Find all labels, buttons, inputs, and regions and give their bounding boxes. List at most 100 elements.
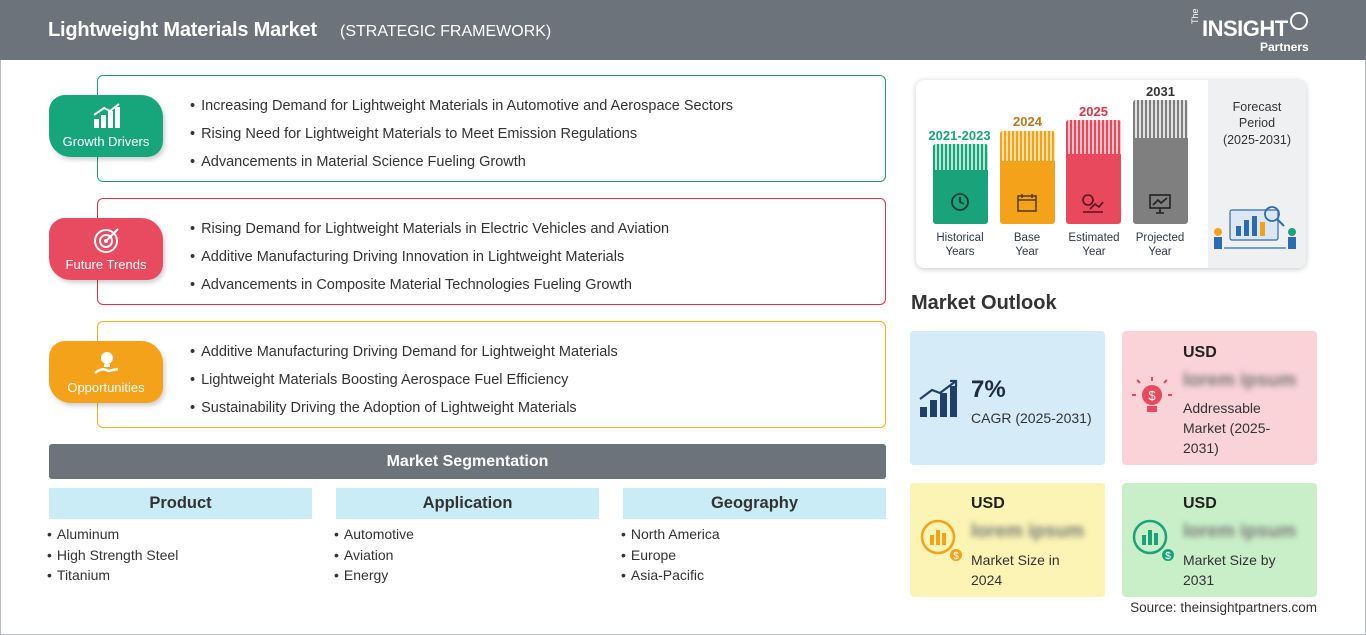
- cagr-card: 7% CAGR (2025-2031): [910, 331, 1105, 465]
- idea-hand-icon: [94, 352, 119, 374]
- cagr-label: CAGR (2025-2031): [971, 410, 1092, 426]
- list-item: Automotive: [334, 524, 414, 545]
- segment-list-application: Automotive Aviation Energy: [334, 524, 414, 586]
- timeline-bar-estimated: [1066, 120, 1121, 224]
- label-line: 2031): [1183, 440, 1219, 456]
- opportunities-label: Opportunities: [67, 380, 145, 395]
- market-outlook-title: Market Outlook: [911, 292, 1057, 314]
- segment-heading-application: Application: [336, 488, 599, 519]
- list-item: Aviation: [334, 545, 414, 566]
- label-line: Market (2025-: [1183, 420, 1271, 436]
- list-item: Europe: [621, 545, 720, 566]
- size-2031-usd: USD: [1183, 495, 1217, 512]
- settings-chart-icon: [1082, 194, 1104, 213]
- svg-text:$: $: [1165, 551, 1171, 562]
- market-size-2031-card: $ USD lorem ipsum Market Size by 2031: [1122, 483, 1317, 597]
- size-2031-value-blurred: lorem ipsum: [1183, 521, 1296, 542]
- market-size-2024-card: $ USD lorem ipsum Market Size in 2024: [910, 483, 1105, 597]
- opportunities-box: Additive Manufacturing Driving Demand fo…: [97, 321, 886, 428]
- list-item: Additive Manufacturing Driving Innovatio…: [190, 243, 669, 271]
- growth-drivers-box: Increasing Demand for Lightweight Materi…: [97, 75, 886, 182]
- future-trends-label: Future Trends: [65, 257, 147, 272]
- list-item: Asia-Pacific: [621, 565, 720, 586]
- caption-line: Years: [945, 246, 975, 258]
- forecast-period: (2025-2031): [1222, 133, 1292, 147]
- size-2024-label: Market Size in 2024: [971, 550, 1060, 590]
- growth-drivers-list: Increasing Demand for Lightweight Materi…: [190, 92, 733, 176]
- list-item: North America: [621, 524, 720, 545]
- calendar-icon: [1017, 194, 1037, 212]
- growth-drivers-label: Growth Drivers: [62, 134, 150, 149]
- future-trends-box: Rising Demand for Lightweight Materials …: [97, 198, 886, 305]
- forecast-label: Forecast Period: [1208, 99, 1306, 131]
- list-item: High Strength Steel: [47, 545, 178, 566]
- caption-line: Year: [1015, 246, 1039, 258]
- timeline-year-projected: 2031: [1146, 84, 1175, 99]
- opportunities-badge: Opportunities: [49, 341, 163, 403]
- growth-drivers-badge: Growth Drivers: [49, 95, 163, 157]
- source-credit: Source: theinsightpartners.com: [1130, 600, 1317, 615]
- caption-line: Base: [1013, 232, 1041, 244]
- list-item: Additive Manufacturing Driving Demand fo…: [190, 338, 618, 366]
- page-subtitle: (STRATEGIC FRAMEWORK): [340, 23, 552, 40]
- target-icon: [94, 228, 119, 253]
- logo-insight-text: INSIGHT: [1202, 16, 1288, 41]
- header-bar: Lightweight Materials Market (STRATEGIC …: [0, 0, 1366, 60]
- timeline-caption-base: Base Year: [992, 231, 1062, 259]
- segment-heading-geography: Geography: [623, 488, 886, 519]
- timeline-caption-historical: Historical Years: [922, 231, 998, 259]
- segment-heading-product: Product: [49, 488, 312, 519]
- list-item: Rising Need for Lightweight Materials to…: [190, 120, 733, 148]
- list-item: Advancements in Material Science Fueling…: [190, 148, 733, 176]
- label-line: Market Size by: [1183, 552, 1276, 568]
- chart-coin-icon: $: [1132, 519, 1174, 562]
- addressable-value-blurred: lorem ipsum: [1183, 370, 1296, 391]
- addressable-market-card: $ USD lorem ipsum Addressable Market (20…: [1122, 331, 1317, 465]
- growth-bars-icon: [919, 379, 958, 417]
- list-item: Increasing Demand for Lightweight Materi…: [190, 92, 733, 120]
- list-item: Energy: [334, 565, 414, 586]
- svg-text:$: $: [953, 551, 959, 562]
- size-2024-usd: USD: [971, 495, 1005, 512]
- market-segmentation-title: Market Segmentation: [49, 444, 886, 479]
- caption-line: Estimated: [1068, 232, 1120, 244]
- logo-partners-text: Partners: [1260, 40, 1309, 54]
- svg-text:$: $: [1148, 388, 1156, 403]
- forecast-line: Forecast: [1232, 100, 1282, 114]
- timeline-caption-projected: Projected Year: [1125, 231, 1195, 259]
- timeline-bar-base: [1000, 131, 1055, 224]
- cagr-value: 7%: [971, 376, 1006, 403]
- money-bulb-icon: $: [1132, 377, 1172, 412]
- timeline-year-estimated: 2025: [1079, 104, 1108, 119]
- analytics-people-icon: [1214, 206, 1296, 249]
- timeline-bar-historical: [933, 144, 988, 224]
- timeline-year-base: 2024: [1013, 114, 1042, 129]
- page-title: Lightweight Materials Market: [48, 19, 317, 41]
- label-line: Addressable: [1183, 400, 1261, 416]
- list-item: Sustainability Driving the Adoption of L…: [190, 394, 618, 422]
- insight-partners-logo: The INSIGHT Partners: [1190, 8, 1320, 54]
- timeline-caption-estimated: Estimated Year: [1058, 231, 1130, 259]
- future-trends-list: Rising Demand for Lightweight Materials …: [190, 215, 669, 299]
- segment-list-product: Aluminum High Strength Steel Titanium: [47, 524, 178, 586]
- segment-list-geography: North America Europe Asia-Pacific: [621, 524, 720, 586]
- timeline-year-historical: 2021-2023: [928, 128, 991, 143]
- addressable-usd: USD: [1183, 344, 1217, 361]
- logo-the-text: The: [1190, 8, 1200, 24]
- list-item: Rising Demand for Lightweight Materials …: [190, 215, 669, 243]
- list-item: Advancements in Composite Material Techn…: [190, 271, 669, 299]
- label-line: Market Size in: [971, 552, 1060, 568]
- label-line: 2024: [971, 572, 1003, 588]
- timeline-bar-projected: [1133, 100, 1188, 224]
- logo-magnifier-icon: [1290, 12, 1308, 30]
- list-item: Titanium: [47, 565, 178, 586]
- list-item: Lightweight Materials Boosting Aerospace…: [190, 366, 618, 394]
- future-trends-badge: Future Trends: [49, 218, 163, 280]
- caption-line: Historical: [936, 232, 984, 244]
- caption-line: Year: [1082, 246, 1106, 258]
- list-item: Aluminum: [47, 524, 178, 545]
- label-line: 2031: [1183, 572, 1215, 588]
- addressable-label: Addressable Market (2025- 2031): [1183, 398, 1270, 458]
- growth-chart-icon: [93, 103, 120, 128]
- presentation-icon: [1149, 194, 1171, 214]
